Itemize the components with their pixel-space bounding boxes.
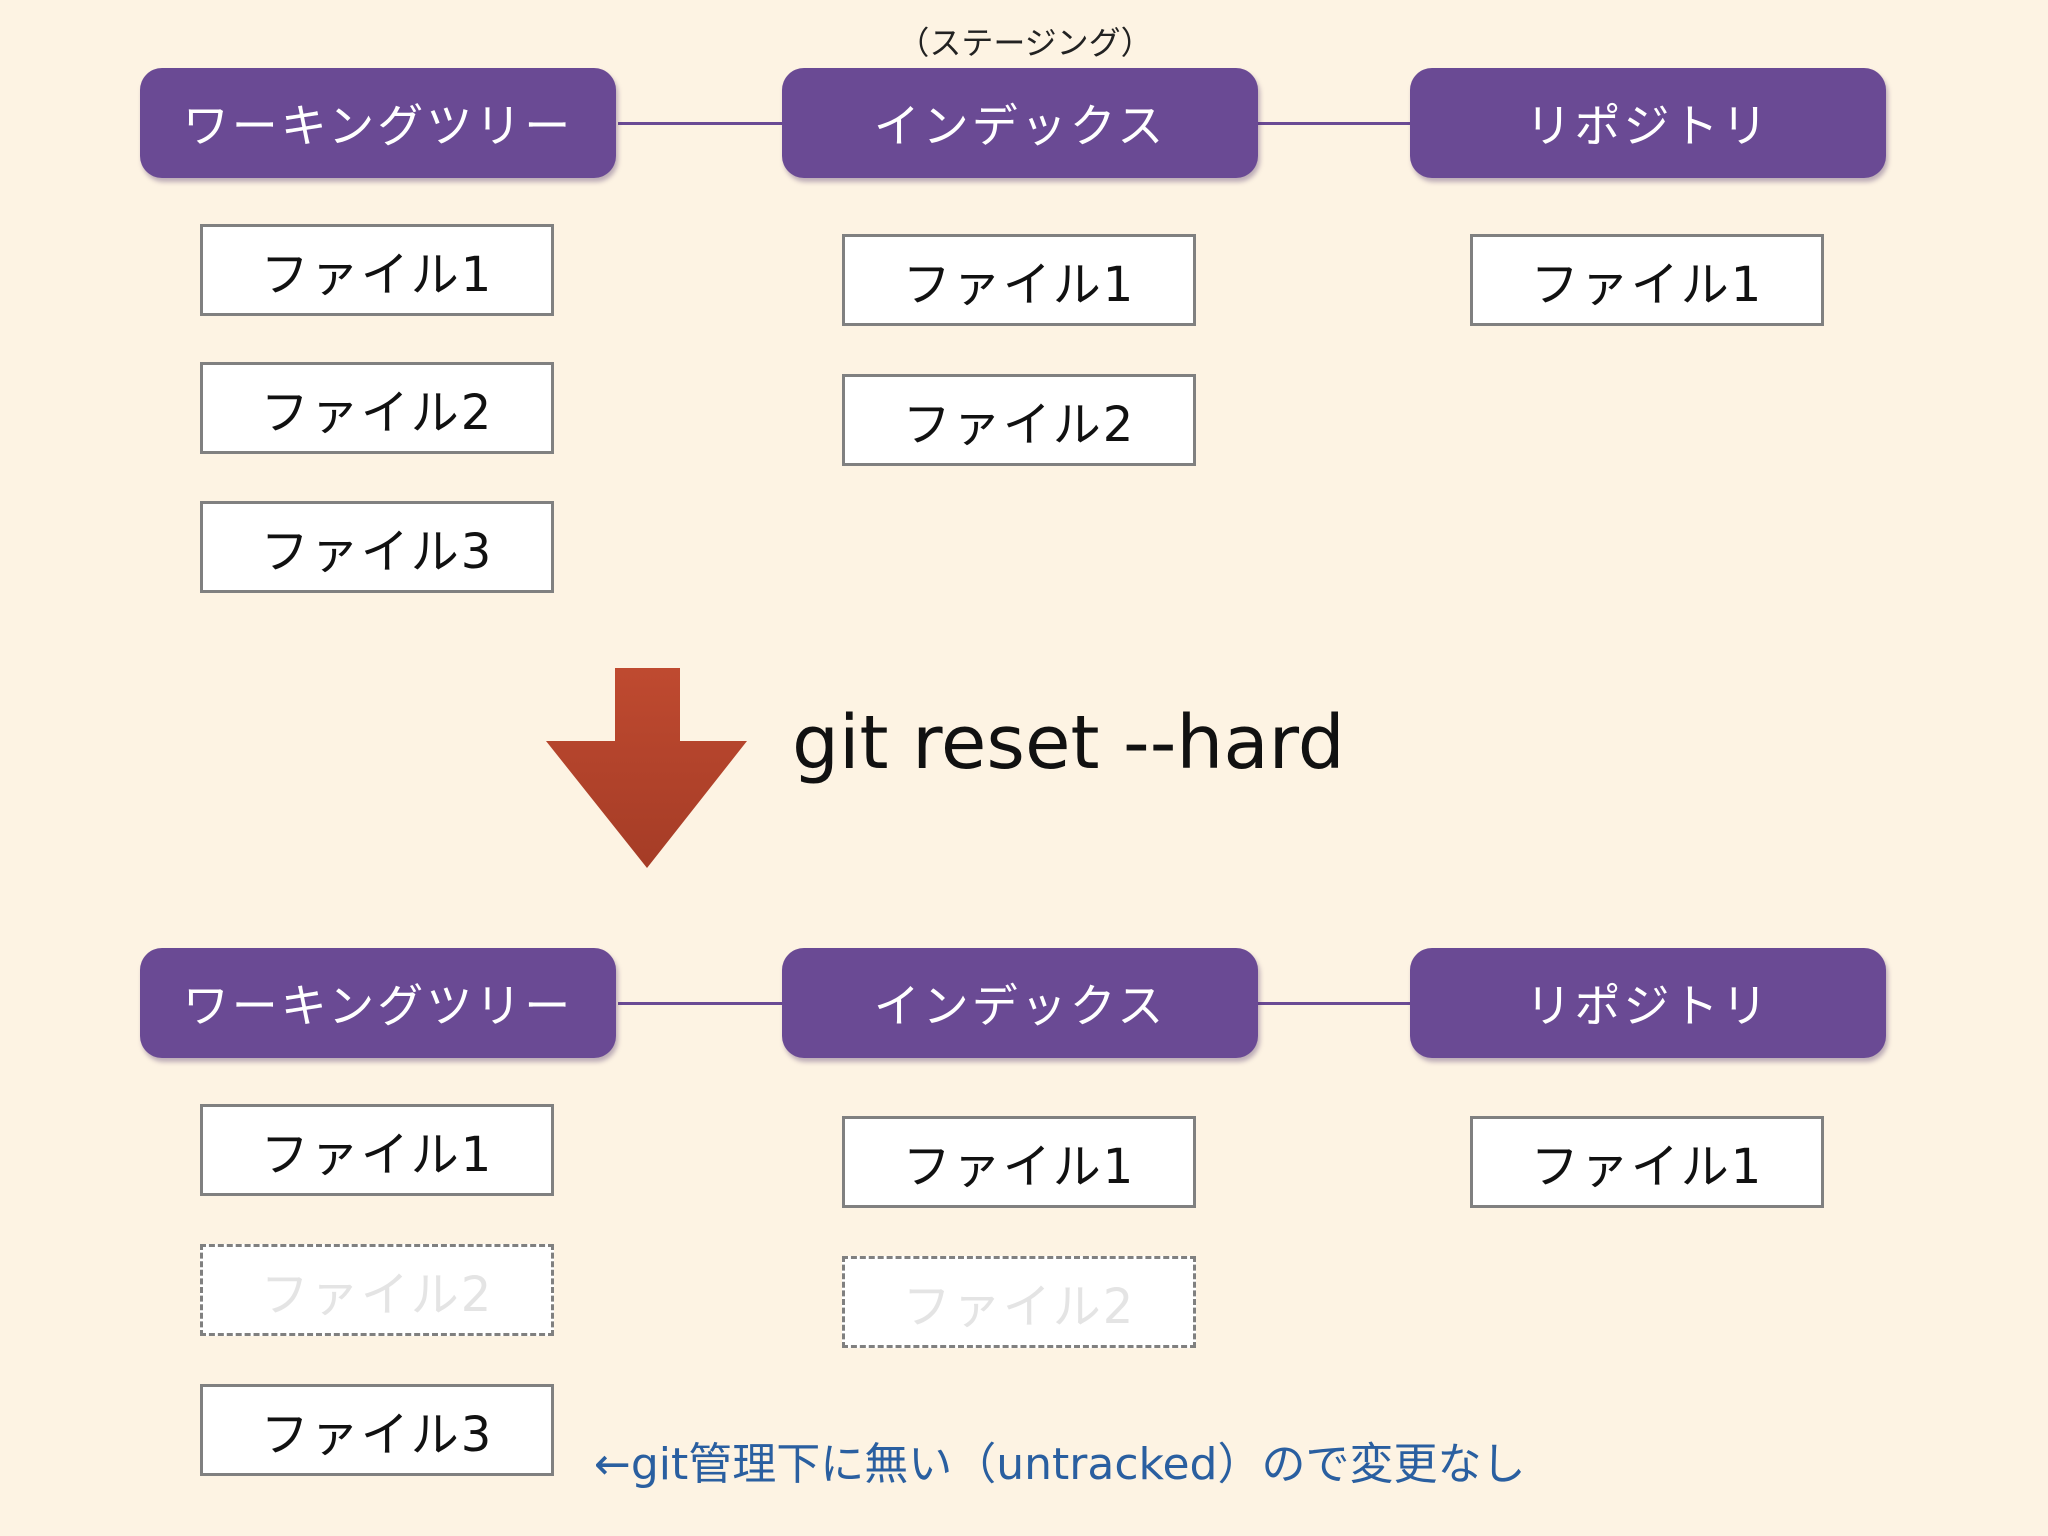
file-box-working-tree-2-after-removed: ファイル2 — [200, 1244, 554, 1336]
file-box-working-tree-1-after: ファイル1 — [200, 1104, 554, 1196]
header-index-before: インデックス — [782, 68, 1258, 178]
connector-line — [618, 122, 782, 125]
file-box-repository-1-after: ファイル1 — [1470, 1116, 1824, 1208]
file-box-working-tree-2-before: ファイル2 — [200, 362, 554, 454]
connector-line — [1258, 1002, 1410, 1005]
command-text: git reset --hard — [792, 700, 1345, 786]
file-box-working-tree-3-after: ファイル3 — [200, 1384, 554, 1476]
file-box-index-1-after: ファイル1 — [842, 1116, 1196, 1208]
file-box-index-1-before: ファイル1 — [842, 234, 1196, 326]
header-working-tree-before: ワーキングツリー — [140, 68, 616, 178]
down-arrow-icon — [546, 668, 747, 868]
file-box-working-tree-1-before: ファイル1 — [200, 224, 554, 316]
header-index-after: インデックス — [782, 948, 1258, 1058]
untracked-note: ←git管理下に無い（untracked）ので変更なし — [594, 1439, 1526, 1490]
header-working-tree-after: ワーキングツリー — [140, 948, 616, 1058]
connector-line — [618, 1002, 782, 1005]
file-box-working-tree-3-before: ファイル3 — [200, 501, 554, 593]
connector-line — [1258, 122, 1410, 125]
file-box-index-2-before: ファイル2 — [842, 374, 1196, 466]
header-repository-after: リポジトリ — [1410, 948, 1886, 1058]
header-repository-before: リポジトリ — [1410, 68, 1886, 178]
file-box-index-2-after-removed: ファイル2 — [842, 1256, 1196, 1348]
file-box-repository-1-before: ファイル1 — [1470, 234, 1824, 326]
staging-label: （ステージング） — [897, 24, 1153, 62]
